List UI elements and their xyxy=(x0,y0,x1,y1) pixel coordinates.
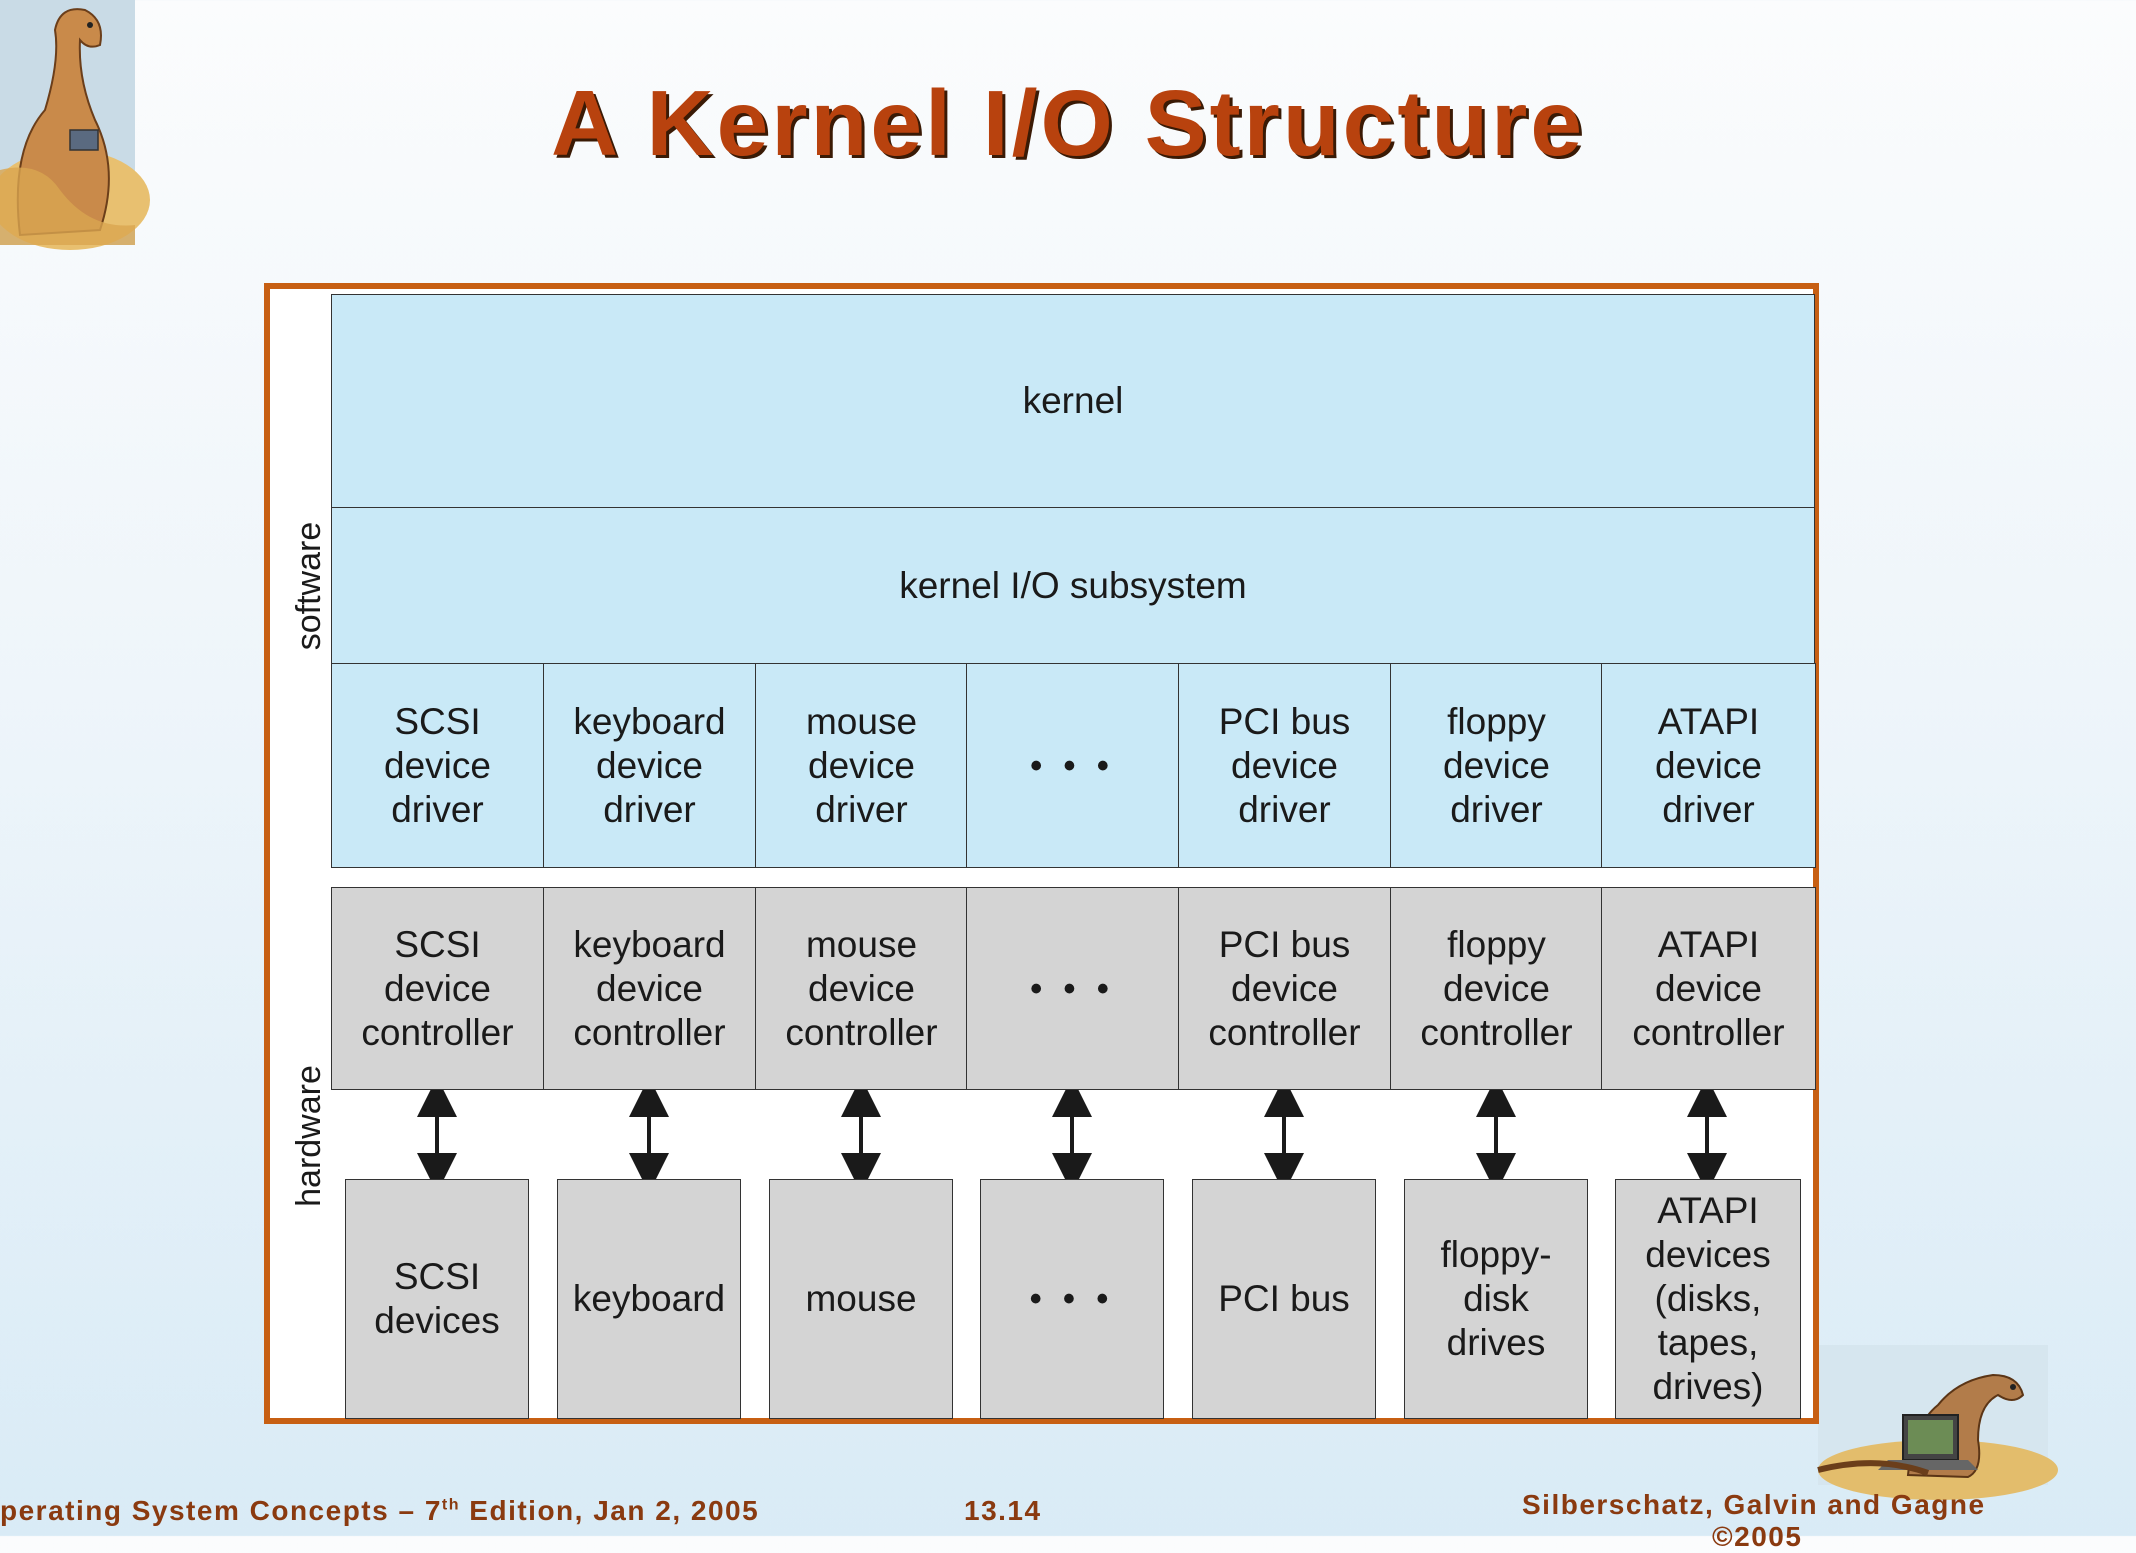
footer-authors: Silberschatz, Galvin and Gagne xyxy=(1522,1489,1986,1520)
devices-label: devices xyxy=(1645,1234,1771,1275)
devices-label: tapes, xyxy=(1657,1322,1759,1363)
drivers-label: floppy xyxy=(1447,700,1546,742)
drivers-box: • • • xyxy=(966,663,1179,868)
drivers-label: device xyxy=(808,744,915,786)
drivers-label: SCSI xyxy=(394,700,481,742)
devices-label: floppy- xyxy=(1440,1234,1552,1275)
controllers-label: floppy xyxy=(1447,923,1546,965)
controllers-label: controller xyxy=(785,1011,938,1053)
footer-slide-number: 13.14 xyxy=(964,1495,1042,1526)
drivers-label: ATAPI xyxy=(1657,700,1760,742)
controllers-label: device xyxy=(1443,967,1550,1009)
dinosaur-logo-top-left xyxy=(0,0,150,250)
controllers-label: device xyxy=(384,967,491,1009)
drivers-label: driver xyxy=(1238,788,1331,830)
devices-box: mouse xyxy=(769,1179,953,1419)
kernel-io-subsystem-box: kernel I/O subsystem xyxy=(331,507,1815,664)
drivers-label: device xyxy=(596,744,703,786)
drivers-label: device xyxy=(1443,744,1550,786)
footer-copyright: ©2005 xyxy=(1712,1521,1803,1552)
controllers-label: ATAPI xyxy=(1657,923,1760,965)
devices-label: disk xyxy=(1463,1278,1529,1319)
drivers-label: keyboard xyxy=(573,700,726,742)
drivers-label: device xyxy=(1231,744,1338,786)
drivers-label: device xyxy=(384,744,491,786)
devices-label: drives xyxy=(1446,1322,1546,1363)
controllers-label: controller xyxy=(1632,1011,1785,1053)
devices-label: SCSI xyxy=(393,1256,481,1297)
devices-label: PCI bus xyxy=(1218,1278,1350,1319)
controllers-label: device xyxy=(808,967,915,1009)
controllers-label: controller xyxy=(1208,1011,1361,1053)
devices-box: • • • xyxy=(980,1179,1164,1419)
connection-arrows xyxy=(417,1077,1727,1193)
devices-label: devices xyxy=(374,1300,500,1341)
footer-book-title: perating System Concepts – 7th Edition, … xyxy=(0,1495,759,1527)
dinosaur-logo-bottom-right xyxy=(1817,1345,2058,1500)
drivers-label: • • • xyxy=(1030,746,1115,785)
controllers-label: • • • xyxy=(1030,969,1115,1008)
drivers-label: driver xyxy=(603,788,696,830)
devices-label: mouse xyxy=(805,1278,917,1319)
drivers-label: driver xyxy=(815,788,908,830)
devices-label: • • • xyxy=(1029,1280,1115,1318)
drivers-label: device xyxy=(1655,744,1762,786)
devices-label: keyboard xyxy=(572,1278,726,1319)
controllers-box: • • • xyxy=(966,887,1179,1090)
controllers-label: controller xyxy=(1420,1011,1573,1053)
footer-book-title-superscript: th xyxy=(441,1496,461,1514)
controllers-label: controller xyxy=(573,1011,726,1053)
controllers-label: controller xyxy=(361,1011,514,1053)
drivers-label: mouse xyxy=(805,700,918,742)
footer-book-title-prefix: perating System Concepts – 7 xyxy=(0,1495,442,1526)
drivers-label: driver xyxy=(1450,788,1543,830)
kernel-box: kernel xyxy=(331,294,1815,508)
controllers-label: device xyxy=(1655,967,1762,1009)
footer-book-title-suffix: Edition, Jan 2, 2005 xyxy=(460,1495,760,1526)
devices-label: ATAPI xyxy=(1657,1190,1759,1231)
controllers-label: device xyxy=(1231,967,1338,1009)
slide-title: A Kernel I/O Structure xyxy=(550,71,1586,175)
devices-label: (disks, xyxy=(1654,1278,1762,1319)
controllers-label: device xyxy=(596,967,703,1009)
controllers-label: SCSI xyxy=(394,923,481,965)
kernel-io-diagram: software hardware kernel kernel I/O subs… xyxy=(264,283,1819,1424)
devices-label: drives) xyxy=(1652,1366,1764,1407)
devices-box: keyboard xyxy=(557,1179,741,1419)
controllers-label: mouse xyxy=(805,923,918,965)
devices-box: PCI bus xyxy=(1192,1179,1376,1419)
drivers-label: PCI bus xyxy=(1218,700,1351,742)
drivers-label: driver xyxy=(1662,788,1755,830)
controllers-label: PCI bus xyxy=(1218,923,1351,965)
controllers-label: keyboard xyxy=(573,923,726,965)
drivers-label: driver xyxy=(391,788,484,830)
